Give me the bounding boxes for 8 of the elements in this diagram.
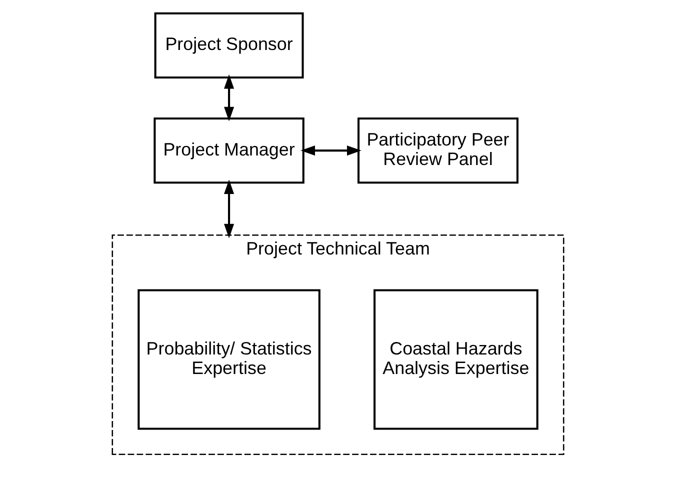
arrow: [300, 146, 361, 156]
node-box: Participatory Peer Review Panel: [356, 117, 518, 184]
node-box: Project Sponsor: [154, 12, 304, 78]
node-box: Probability/ Statistics Expertise: [137, 289, 320, 430]
arrow: [224, 74, 234, 122]
node-box: Coastal Hazards Analysis Expertise: [373, 289, 538, 430]
node-box: Project Manager: [153, 117, 304, 184]
arrow: [224, 180, 234, 238]
